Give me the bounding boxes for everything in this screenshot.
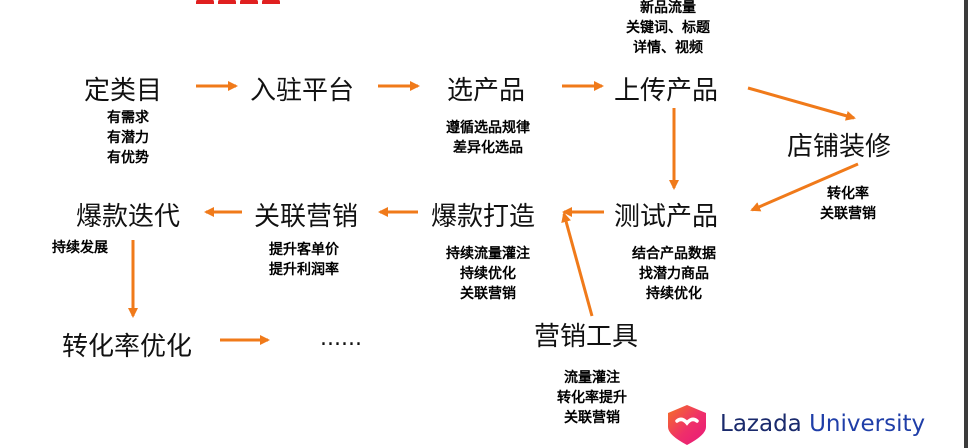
node-ellipsis: ......: [320, 326, 362, 351]
note-test-product: 结合产品数据 找潜力商品 持续优化: [612, 244, 736, 304]
node-hit-iteration: 爆款迭代: [76, 202, 181, 232]
note-line: 新品流量: [640, 0, 696, 16]
note-line: 有需求: [107, 110, 149, 126]
right-edge-border: [964, 0, 968, 448]
note-line: 持续发展: [52, 240, 108, 256]
note-line: 提升客单价: [269, 242, 339, 258]
note-select-product: 遵循选品规律 差异化选品: [428, 118, 548, 158]
lazada-university-wordmark: Lazada University: [720, 411, 925, 437]
note-hit-iteration: 持续发展: [36, 238, 124, 258]
node-store-decoration: 店铺装修: [787, 132, 892, 162]
note-line: 流量灌注: [564, 370, 620, 386]
note-line: 转化率提升: [557, 390, 627, 406]
node-category: 定类目: [84, 76, 163, 106]
node-upload-product: 上传产品: [614, 76, 719, 106]
note-line: 有潜力: [107, 130, 149, 146]
note-marketing-tools: 流量灌注 转化率提升 关联营销: [540, 368, 644, 428]
note-line: 关键词、标题: [626, 20, 710, 36]
note-store-decoration: 转化率 关联营销: [806, 184, 890, 224]
note-line: 持续流量灌注: [446, 246, 530, 262]
note-line: 关联营销: [564, 410, 620, 426]
note-line: 提升利润率: [269, 262, 339, 278]
node-marketing-tools: 营销工具: [534, 322, 639, 352]
note-line: 关联营销: [820, 206, 876, 222]
note-line: 差异化选品: [453, 140, 523, 156]
note-line: 关联营销: [460, 286, 516, 302]
arrow-tools-to-hit: [561, 212, 594, 317]
note-line: 持续优化: [460, 266, 516, 282]
logo-word-university: University: [809, 411, 926, 437]
note-category: 有需求 有潜力 有优势: [96, 108, 160, 168]
node-select-product: 选产品: [447, 76, 526, 106]
lazada-heart-logo-icon: [668, 405, 706, 445]
node-conversion-optimization: 转化率优化: [62, 332, 193, 362]
node-hit-creation: 爆款打造: [431, 202, 536, 232]
note-line: 详情、视频: [633, 40, 703, 56]
note-line: 持续优化: [646, 286, 702, 302]
note-line: 找潜力商品: [639, 266, 709, 282]
cropped-title-fragment: [196, 0, 304, 4]
note-line: 有优势: [107, 150, 149, 166]
note-line: 结合产品数据: [632, 246, 716, 262]
node-test-product: 测试产品: [614, 202, 719, 232]
note-related-marketing: 提升客单价 提升利润率: [254, 240, 354, 280]
note-line: 遵循选品规律: [446, 120, 530, 136]
arrow-upload-to-store: [747, 86, 856, 121]
arrow-store-to-test: [750, 162, 859, 212]
node-join-platform: 入驻平台: [250, 76, 355, 106]
note-line: 转化率: [827, 186, 869, 202]
note-upload-product: 新品流量 关键词、标题 详情、视频: [612, 0, 724, 58]
logo-word-lazada: Lazada: [720, 411, 802, 437]
note-hit-creation: 持续流量灌注 持续优化 关联营销: [426, 244, 550, 304]
node-related-marketing: 关联营销: [254, 202, 359, 232]
